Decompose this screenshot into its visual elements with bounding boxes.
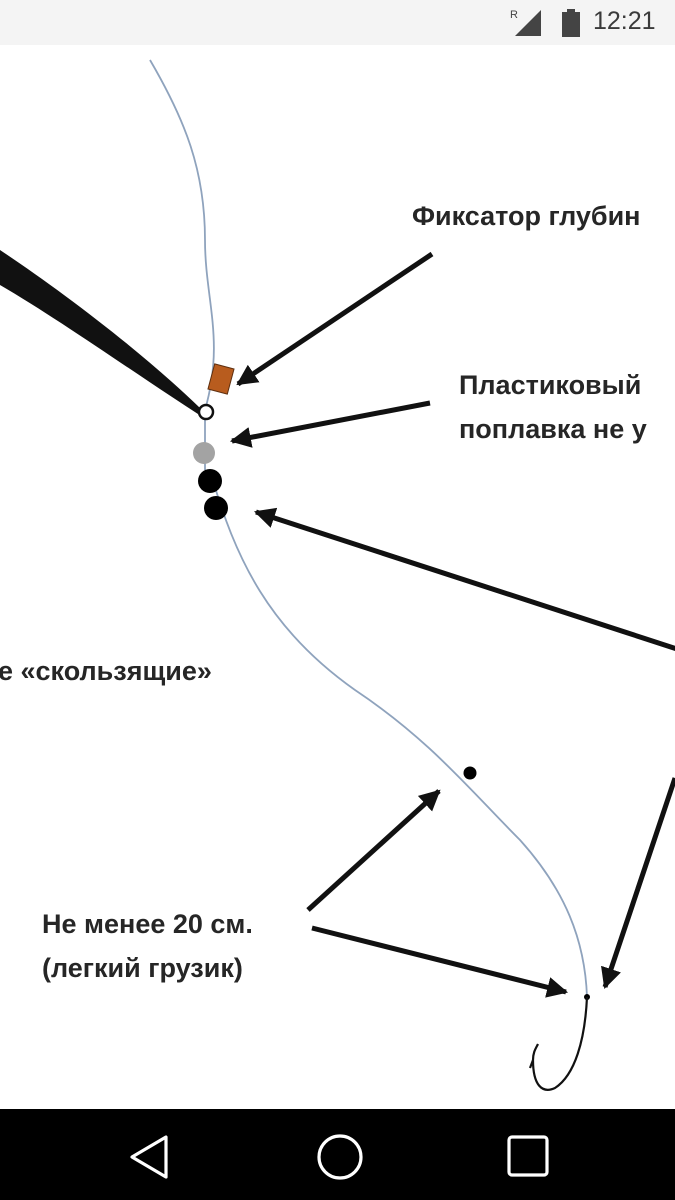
depth-stopper — [207, 363, 235, 395]
arrow-light-sinker — [306, 789, 441, 912]
label-min-distance-line1: Не менее 20 см. — [42, 909, 253, 939]
fishing-line — [149, 59, 588, 998]
label-plastic-bead-line1: Пластиковый — [459, 370, 642, 400]
plastic-bead — [193, 442, 215, 464]
float-body — [0, 250, 200, 414]
light-sinker — [463, 766, 477, 780]
navigation-bar — [0, 1109, 675, 1200]
label-depth-stopper: Фиксатор глубин — [412, 201, 641, 231]
roaming-badge: R — [510, 9, 518, 21]
status-bar: R 12:21 — [0, 0, 675, 45]
label-plastic-bead-line2: поплавка не у — [459, 414, 647, 444]
sinker-bead-1 — [198, 469, 222, 493]
battery-icon — [562, 9, 580, 37]
recents-icon[interactable] — [507, 1135, 549, 1177]
back-icon[interactable] — [128, 1134, 170, 1180]
arrow-hook-left — [311, 925, 569, 998]
float-ring — [197, 403, 215, 421]
fishing-rig-diagram: Фиксатор глубин Пластиковый поплавка не … — [0, 45, 675, 1109]
sinker-bead-2 — [204, 496, 228, 520]
label-min-distance-line2: (легкий грузик) — [42, 953, 243, 983]
home-icon[interactable] — [316, 1133, 364, 1181]
arrow-depth-stopper — [236, 251, 434, 387]
signal-icon: R — [510, 9, 541, 36]
arrow-hook-right — [601, 777, 675, 989]
arrow-sliding-beads — [254, 507, 675, 652]
label-sliding-beads: е «скользящие» — [0, 656, 212, 686]
status-clock: 12:21 — [593, 7, 656, 35]
arrow-plastic-bead — [229, 400, 431, 448]
rig-drawing — [0, 59, 675, 1091]
hook — [528, 996, 589, 1091]
